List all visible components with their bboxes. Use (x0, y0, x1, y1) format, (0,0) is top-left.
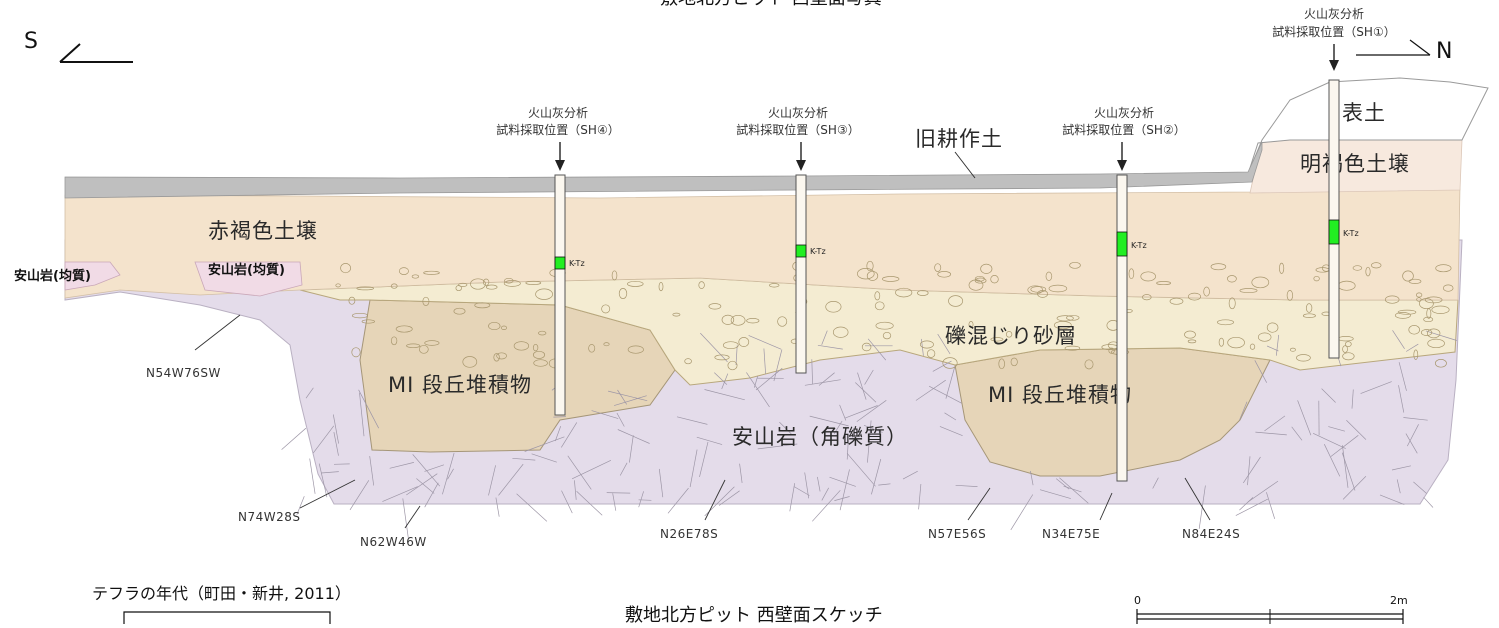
topsoil-label: 表土 (1342, 101, 1386, 125)
arrow-head-icon (1117, 160, 1127, 171)
old-cultivated-soil-band (65, 142, 1262, 198)
fracture-line (282, 428, 306, 449)
gravel-sand-label: 礫混じり砂層 (945, 324, 1077, 348)
sample-sh1-line1: 火山灰分析 (1304, 7, 1364, 21)
strike-label: N62W46W (360, 535, 427, 549)
terrace-right-label: MI 段丘堆積物 (988, 383, 1132, 407)
ktz-label-sh2: K-Tz (1131, 241, 1147, 250)
sample-sh2-line1: 火山灰分析 (1094, 106, 1154, 120)
ktz-marker-sh3 (796, 245, 806, 257)
tephra-age-legend-box (124, 612, 330, 624)
ktz-label-sh1: K-Tz (1343, 229, 1359, 238)
fracture-line (1424, 497, 1433, 507)
red-brown-soil-label: 赤褐色土壌 (208, 219, 318, 243)
section-layers (65, 78, 1488, 538)
ktz-label-sh4: K-Tz (569, 259, 585, 268)
andesite-homogeneous-label-1: 安山岩(均質) (14, 268, 91, 284)
strike-label: N84E24S (1182, 527, 1240, 541)
sample-sh1-line2: 試料採取位置（SH①） (1272, 24, 1395, 39)
strike-label: N74W28S (238, 510, 301, 524)
scale-zero-label: 0 (1134, 594, 1141, 607)
sample-sh3-line2: 試料採取位置（SH③） (736, 122, 859, 137)
fracture-line (607, 493, 631, 494)
south-label: S (24, 29, 38, 54)
sample-sh2-line2: 試料採取位置（SH②） (1062, 122, 1185, 137)
strike-label: N57E56S (928, 527, 986, 541)
arrow-head-icon (1329, 60, 1339, 71)
north-label: N (1436, 39, 1452, 64)
ktz-marker-sh1 (1329, 220, 1339, 244)
old-cultivated-leader (955, 152, 975, 178)
top-title: 敷地北方ピット 西壁面写真 (660, 0, 882, 9)
sketch-title: 敷地北方ピット 西壁面スケッチ (625, 605, 883, 624)
ktz-marker-sh2 (1117, 232, 1127, 256)
scale-bar: 0 2m (1134, 594, 1408, 624)
sample-sh4-line1: 火山灰分析 (528, 106, 588, 120)
ktz-label-sh3: K-Tz (810, 247, 826, 256)
andesite-breccia-label: 安山岩（角礫質） (732, 425, 908, 449)
strike-label: N26E78S (660, 527, 718, 541)
fracture-line (310, 459, 315, 494)
sample-sh3-line1: 火山灰分析 (768, 106, 828, 120)
andesite-homogeneous-label-2: 安山岩(均質) (208, 262, 285, 278)
light-brown-soil-label: 明褐色土壌 (1300, 152, 1410, 176)
tephra-age-legend-title: テフラの年代（町田・新井, 2011） (92, 584, 351, 603)
old-cultivated-soil-label: 旧耕作土 (915, 127, 1003, 151)
north-arrow (1356, 40, 1430, 55)
arrow-head-icon (555, 160, 565, 171)
strike-label: N34E75E (1042, 527, 1100, 541)
ktz-marker-sh4 (555, 257, 565, 269)
fracture-line (639, 500, 652, 501)
sample-sh4-line2: 試料採取位置（SH④） (496, 122, 619, 137)
scale-max-label: 2m (1390, 594, 1408, 607)
strike-label: N54W76SW (146, 366, 221, 380)
terrace-left-label: MI 段丘堆積物 (388, 373, 532, 397)
arrow-head-icon (796, 160, 806, 171)
fracture-line (553, 417, 566, 418)
south-arrow (60, 44, 133, 62)
